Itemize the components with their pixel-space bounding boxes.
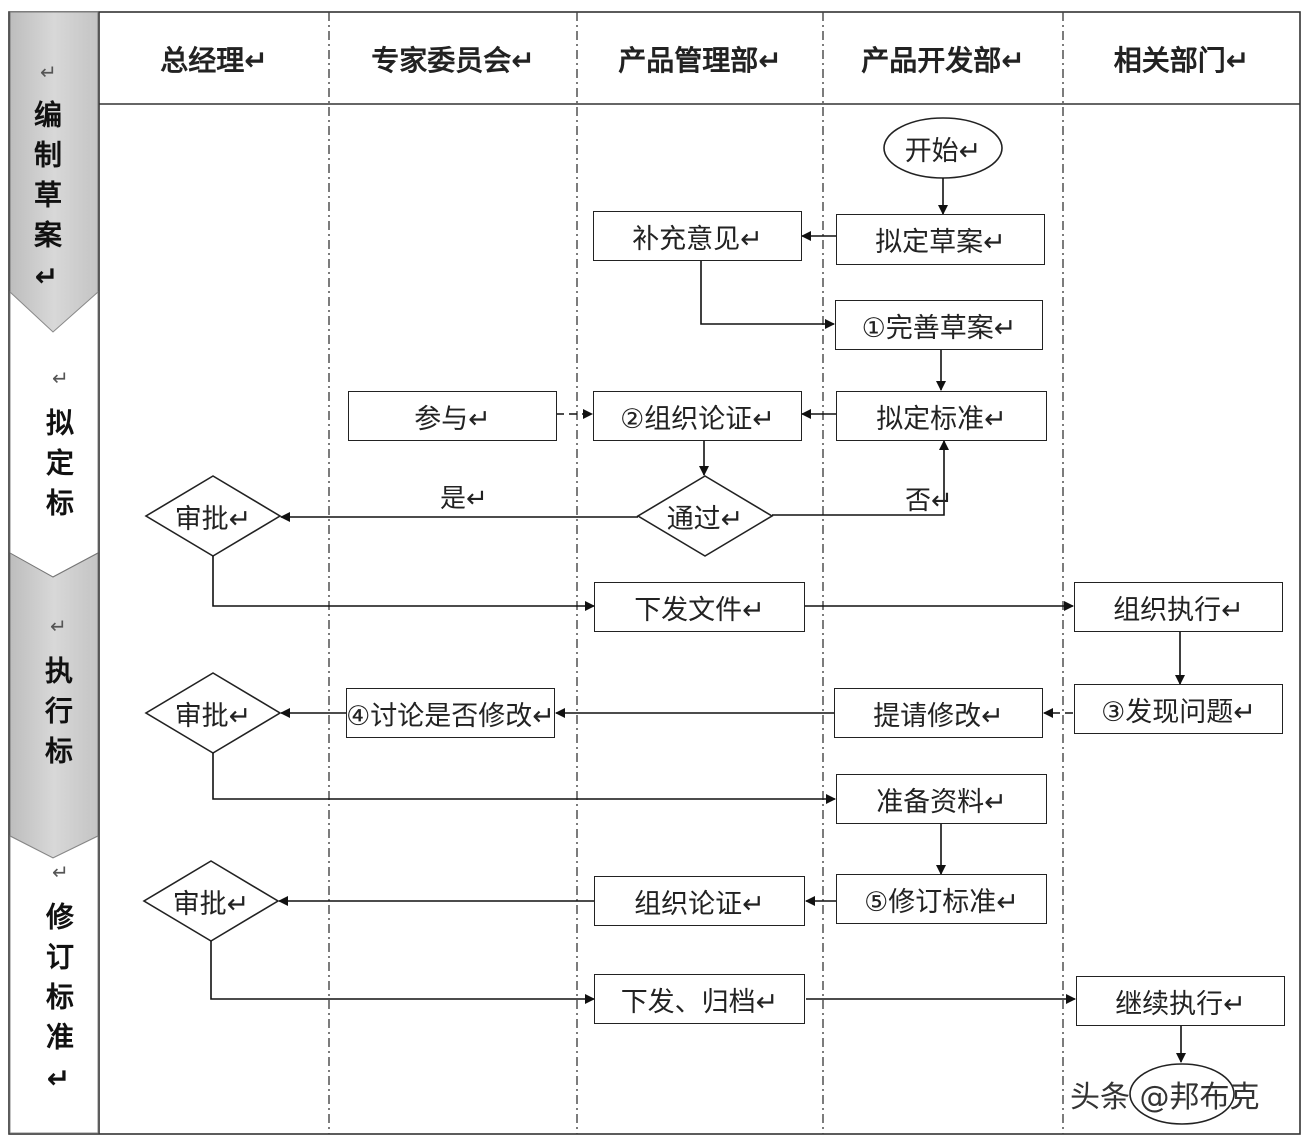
request-change-box: 提请修改↵	[834, 688, 1043, 738]
phase-4-label: 修订标准↵	[42, 902, 75, 1107]
improve-box: ①完善草案↵	[835, 300, 1043, 350]
phase-3-label: 执行标	[41, 656, 74, 776]
organize-exec-box: 组织执行↵	[1074, 582, 1283, 632]
prepare-box: 准备资料↵	[836, 774, 1047, 824]
arrow-approve2-to-prepare	[212, 753, 836, 804]
draft-standard-box: 拟定标准↵	[836, 391, 1047, 441]
lane-header-expert-committee: 专家委员会↵	[371, 44, 535, 77]
issue-archive-box: 下发、归档↵	[594, 974, 805, 1024]
start-node-text: 开始↵	[904, 135, 982, 167]
approve2-diamond-text: 审批↵	[174, 700, 252, 732]
discuss-box: ④讨论是否修改↵	[346, 688, 555, 738]
draft-box: 拟定草案↵	[836, 214, 1045, 265]
edge-label-yes: 是↵	[440, 484, 488, 514]
edge-label-no: 否↵	[905, 486, 953, 516]
participate-box: 参与↵	[348, 391, 557, 441]
phase-2-return-mark: ↵	[52, 366, 69, 390]
pass-diamond	[636, 475, 774, 557]
arrow-approve3-to-archive	[210, 941, 595, 1004]
arrow-supplement-to-improve	[700, 261, 835, 329]
lane-header-product-management: 产品管理部↵	[618, 44, 782, 77]
phase-1-return-mark: ↵	[40, 60, 57, 84]
organize-demo-box: ②组织论证↵	[593, 391, 802, 441]
arrow-approve1-to-issue	[212, 556, 595, 611]
watermark-text: 头条 @邦布克	[1070, 1080, 1260, 1115]
approve3-diamond-text: 审批↵	[172, 888, 250, 920]
issue-file-box: 下发文件↵	[594, 582, 805, 632]
approve1-diamond-text: 审批↵	[174, 503, 252, 535]
pass-diamond-text: 通过↵	[666, 503, 744, 535]
phase-2-label: 拟定标	[42, 408, 75, 528]
lane-header-general-manager: 总经理↵	[160, 44, 268, 77]
supplement-box: 补充意见↵	[593, 211, 802, 261]
outer-frame	[8, 11, 1301, 1135]
lane-header-product-development: 产品开发部↵	[861, 44, 1025, 77]
phase-1-label: 编制草案↵	[30, 100, 63, 305]
arrow-pass-no-to-standard	[772, 440, 949, 516]
end-ellipse	[1129, 1063, 1235, 1125]
continue-exec-box: 继续执行↵	[1076, 976, 1285, 1026]
find-problem-box: ③发现问题↵	[1074, 684, 1283, 734]
lane-header-related-departments: 相关部门↵	[1113, 44, 1250, 77]
phase-3-return-mark: ↵	[50, 614, 67, 638]
organize-demo2-box: 组织论证↵	[594, 876, 805, 926]
phase-band-4	[9, 835, 99, 1134]
revise-box: ⑤修订标准↵	[836, 874, 1047, 924]
phase-4-return-mark: ↵	[52, 860, 69, 884]
